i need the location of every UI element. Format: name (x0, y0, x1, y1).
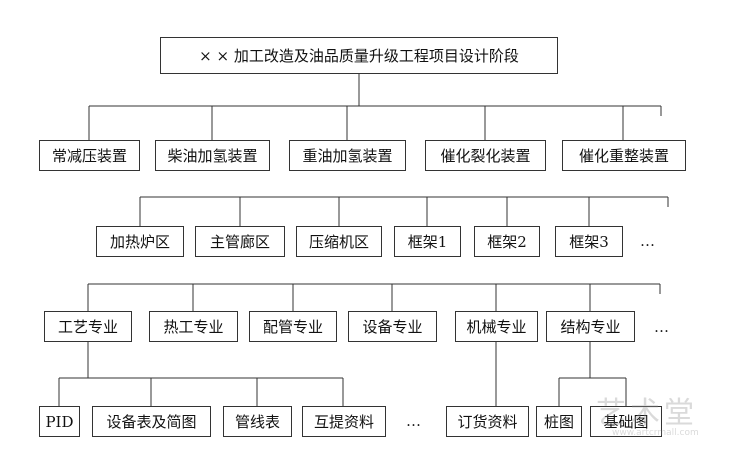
l3-more-ellipsis: … (654, 318, 670, 336)
l4-process-more-ellipsis: … (406, 412, 422, 430)
l3-node: 配管专业 (249, 311, 337, 342)
l4-node-mechanical: 订货资料 (446, 406, 529, 437)
l2-node: 压缩机区 (296, 226, 382, 257)
l1-node: 重油加氢装置 (289, 140, 406, 171)
l4-node-structure: 基础图 (590, 406, 662, 437)
l4-node-process: PID (39, 406, 80, 437)
l1-node: 常减压装置 (39, 140, 140, 171)
l2-node: 主管廊区 (195, 226, 285, 257)
l2-more-ellipsis: … (640, 232, 656, 250)
l4-node-structure: 桩图 (536, 406, 582, 437)
l4-node-process: 管线表 (223, 406, 292, 437)
root-node: × × 加工改造及油品质量升级工程项目设计阶段 (160, 37, 558, 74)
watermark-logo-text: 艺术堂 (596, 396, 698, 431)
l3-node: 设备专业 (348, 311, 437, 342)
l2-node: 框架2 (474, 226, 540, 257)
l2-node: 框架3 (555, 226, 623, 257)
l1-node: 柴油加氢装置 (155, 140, 270, 171)
l4-node-process: 互提资料 (302, 406, 386, 437)
l1-node: 催化重整装置 (562, 140, 686, 171)
l3-node: 结构专业 (546, 311, 635, 342)
l3-node: 热工专业 (149, 311, 238, 342)
watermark-url: www.artcrmall.com (612, 428, 699, 438)
l4-node-process: 设备表及简图 (92, 406, 211, 437)
l1-node: 催化裂化装置 (425, 140, 546, 171)
l3-node: 机械专业 (455, 311, 538, 342)
l2-node: 框架1 (394, 226, 461, 257)
l2-node: 加热炉区 (96, 226, 184, 257)
l3-node: 工艺专业 (44, 311, 132, 342)
